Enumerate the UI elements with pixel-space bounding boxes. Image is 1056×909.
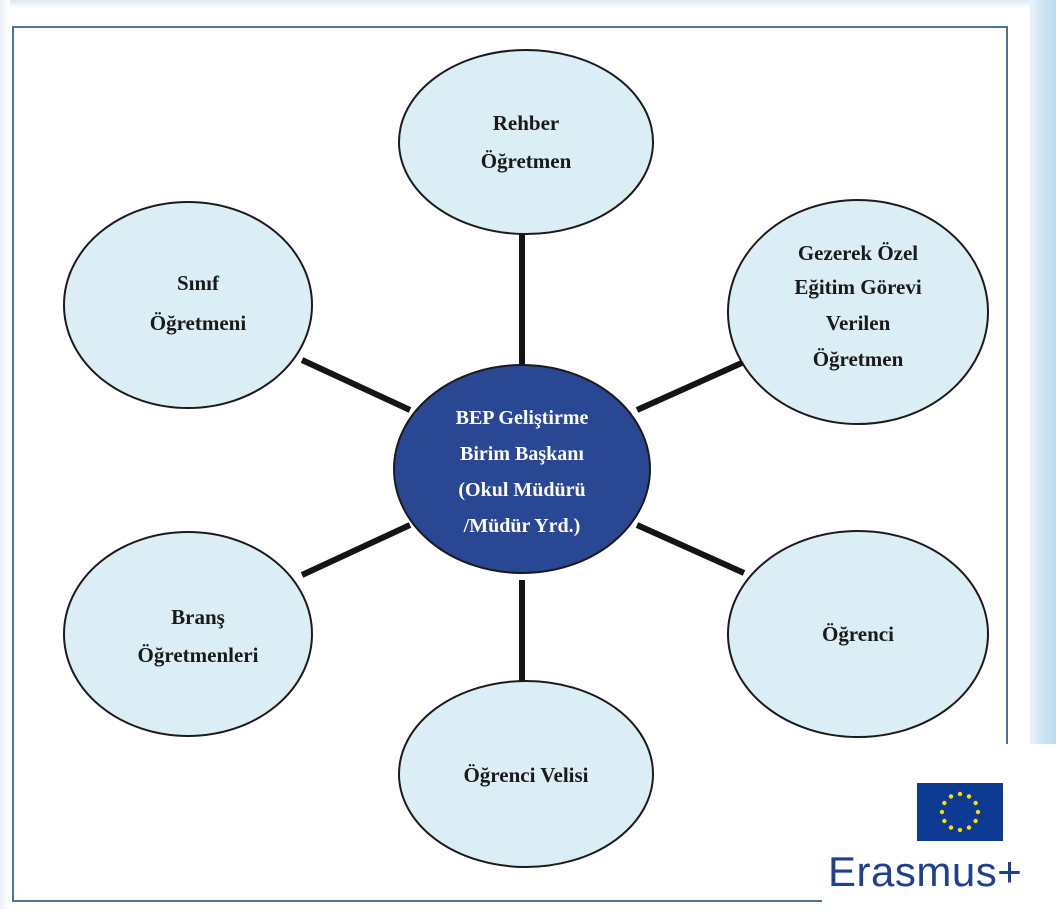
node-brans-line-1: Branş [171,605,225,629]
center-line-2: Birim Başkanı [460,443,584,465]
erasmus-logo: Erasmus+ [822,744,1056,909]
node-gezerek-line-4: Öğretmen [813,347,904,371]
node-gezerek-line-2: Eğitim Görevi [794,275,922,299]
center-line-3: (Okul Müdürü [458,479,585,501]
center-line-1: BEP Geliştirme [456,407,589,429]
connector-brans [300,522,412,578]
node-gezerek-line-3: Verilen [826,311,891,335]
node-brans-ogretmenleri: Branş Öğretmenleri [63,531,313,737]
node-sinif-ogretmeni: Sınıf Öğretmeni [63,201,313,409]
erasmus-wordmark: Erasmus+ [828,848,1023,895]
node-ogrenci-line-1: Öğrenci [822,622,894,646]
node-ogrenci: Öğrenci [727,530,989,738]
node-rehber-line-1: Rehber [493,111,560,135]
node-gezerek-ozel-egitim: Gezerek Özel Eğitim Görevi Verilen Öğret… [727,199,989,425]
connector-sinif [300,357,412,413]
node-rehber-ogretmen: Rehber Öğretmen [398,49,654,235]
node-ogrenci-velisi: Öğrenci Velisi [398,680,654,868]
node-rehber-line-2: Öğretmen [481,149,572,173]
top-shadow [0,0,1030,8]
eu-flag-icon [917,783,1003,841]
node-sinif-line-1: Sınıf [177,271,220,295]
node-gezerek-line-1: Gezerek Özel [798,241,918,265]
center-line-4: /Müdür Yrd.) [463,515,581,537]
left-shadow [0,0,10,909]
node-brans-line-2: Öğretmenleri [138,643,259,667]
node-center-bep-gelistirme: BEP Geliştirme Birim Başkanı (Okul Müdür… [393,364,651,574]
node-velisi-line-1: Öğrenci Velisi [463,763,588,787]
connector-gezerek [635,359,746,413]
node-sinif-line-2: Öğretmeni [150,311,247,335]
connector-ogrenci [635,522,746,576]
